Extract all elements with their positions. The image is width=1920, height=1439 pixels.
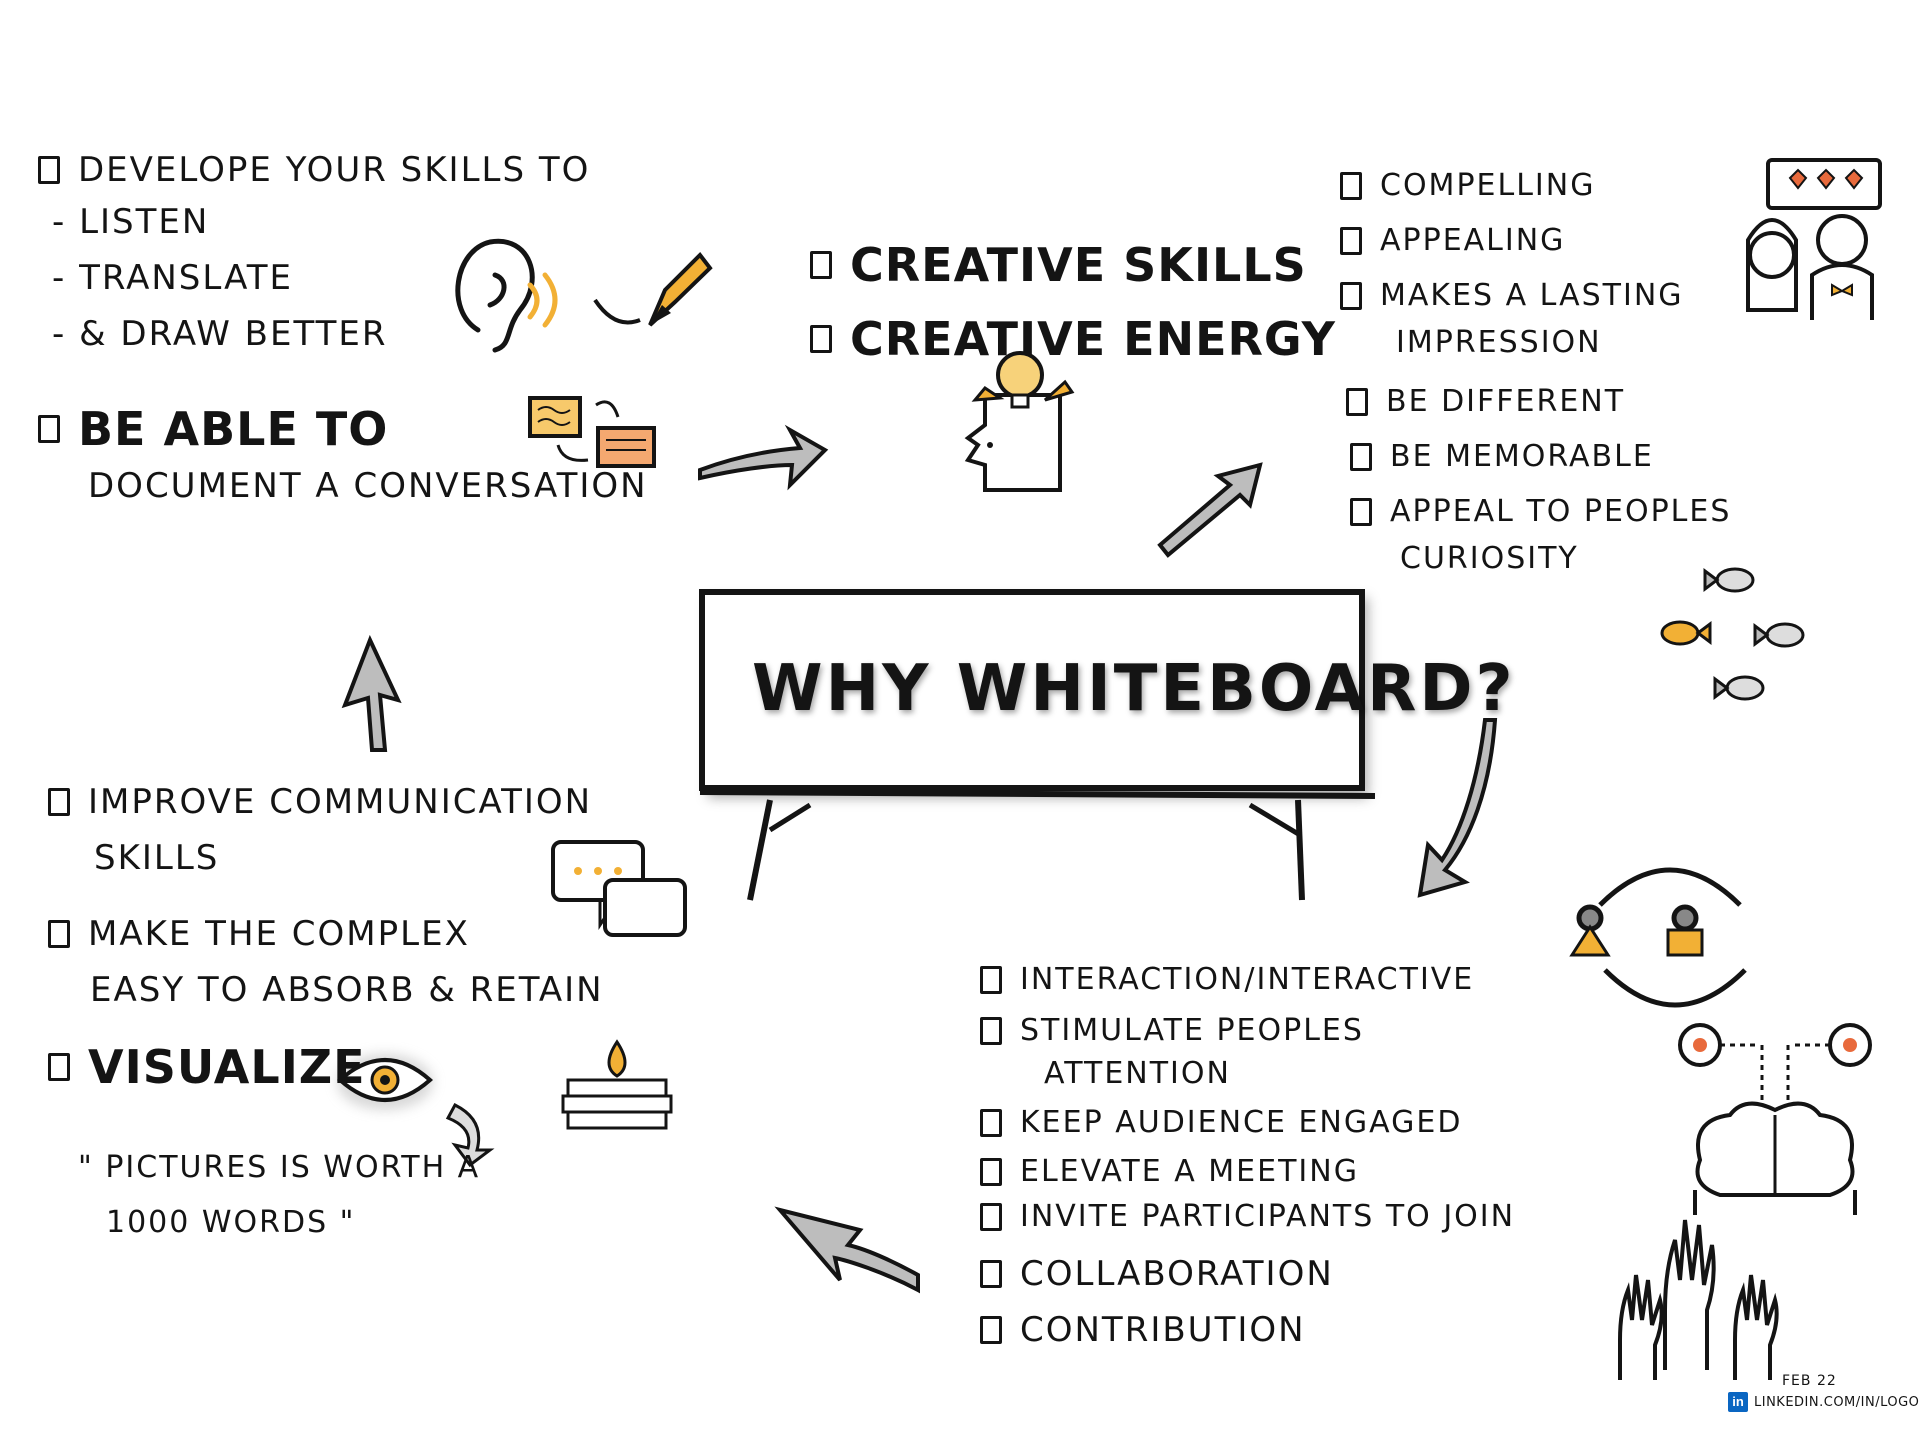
checkbox-icon	[980, 1316, 1002, 1344]
absorb-drop-icon	[561, 1039, 673, 1130]
checkbox-icon	[38, 156, 60, 184]
page-title: WHY WHITEBOARD?	[752, 652, 1516, 726]
arrow-curve-down-icon	[445, 1103, 495, 1168]
bottom-left-section: IMPROVE COMMUNICATION SKILLS MAKE THE CO…	[48, 782, 604, 1240]
people-interaction-icon	[1569, 867, 1747, 1008]
top-left-section: DEVELOPE YOUR SKILLS TO - LISTEN - TRANS…	[38, 150, 648, 506]
raised-hands-icon	[1618, 1219, 1779, 1380]
list-item: IMPROVE COMMUNICATION	[48, 782, 604, 822]
checkbox-icon	[980, 1016, 1002, 1045]
checkbox-icon	[980, 1108, 1002, 1137]
list-item: BE ABLE TO	[38, 402, 648, 456]
checkbox-icon	[38, 415, 60, 443]
quote-text: " PICTURES IS WORTH A	[78, 1150, 481, 1185]
checkbox-icon	[810, 325, 832, 353]
brain-attention-icon	[1678, 1023, 1872, 1215]
sub-item: - TRANSLATE	[52, 258, 293, 298]
top-right-section: COMPELLING APPEALING MAKES A LASTING IMP…	[1340, 168, 1731, 576]
bottom-right-section: INTERACTION/INTERACTIVE STIMULATE PEOPLE…	[980, 962, 1515, 1350]
fish-school-icon	[1660, 567, 1805, 701]
date-label: FEB 22	[1782, 1373, 1837, 1389]
list-item: INTERACTION/INTERACTIVE	[980, 962, 1515, 997]
linkedin-url: LINKEDIN.COM/IN/LOGOMONIT	[1754, 1394, 1920, 1410]
arrow-left-icon	[774, 1206, 920, 1294]
creative-head-icon	[964, 351, 1075, 492]
list-item: COMPELLING	[1340, 168, 1731, 203]
list-item: CONTRIBUTION	[980, 1310, 1515, 1350]
arrow-up-icon	[341, 634, 402, 752]
list-item: APPEALING	[1340, 223, 1731, 258]
top-middle-section: CREATIVE SKILLS CREATIVE ENERGY	[810, 238, 1336, 366]
checkbox-icon	[1340, 281, 1362, 310]
quote-text: 1000 WORDS "	[106, 1205, 356, 1240]
whiteboard-icon	[699, 589, 1376, 901]
checkbox-icon	[48, 920, 70, 948]
list-item: DEVELOPE YOUR SKILLS TO	[38, 150, 648, 190]
checkbox-icon	[980, 1260, 1002, 1288]
checkbox-icon	[810, 251, 832, 279]
checkbox-icon	[48, 788, 70, 816]
list-item-continuation: SKILLS	[94, 838, 220, 878]
linkedin-link[interactable]: in LINKEDIN.COM/IN/LOGOMONIT	[1728, 1392, 1920, 1412]
sub-item: - LISTEN	[52, 202, 210, 242]
list-item: MAKE THE COMPLEX	[48, 914, 604, 954]
list-item: VISUALIZE	[48, 1040, 604, 1094]
checkbox-icon	[48, 1053, 70, 1081]
list-item-continuation: EASY TO ABSORB & RETAIN	[90, 970, 604, 1010]
chat-bubbles-icon	[551, 840, 687, 937]
ear-icon	[455, 238, 558, 353]
list-item: APPEAL TO PEOPLES	[1350, 494, 1731, 529]
arrow-up-right-icon	[1157, 462, 1263, 558]
list-item-continuation: DOCUMENT A CONVERSATION	[88, 466, 648, 506]
eye-icon	[336, 1054, 434, 1110]
list-item: BE MEMORABLE	[1350, 439, 1731, 474]
list-item: CREATIVE ENERGY	[810, 312, 1336, 366]
list-item-continuation: CURIOSITY	[1400, 541, 1579, 576]
list-item: INVITE PARTICIPANTS TO JOIN	[980, 1199, 1515, 1234]
arrow-down-left-icon	[1417, 718, 1498, 898]
checkbox-icon	[1350, 442, 1372, 471]
checkbox-icon	[1340, 171, 1362, 200]
checkbox-icon	[980, 965, 1002, 994]
audience-hearts-icon	[1746, 158, 1882, 320]
list-item: MAKES A LASTING	[1340, 278, 1731, 313]
list-item: STIMULATE PEOPLES	[980, 1013, 1515, 1048]
list-item-continuation: IMPRESSION	[1396, 325, 1602, 360]
checkbox-icon	[1340, 226, 1362, 255]
pencil-icon	[593, 251, 713, 327]
list-item-continuation: ATTENTION	[1044, 1056, 1231, 1091]
checkbox-icon	[1350, 497, 1372, 526]
list-item: ELEVATE A MEETING	[980, 1154, 1515, 1189]
checkbox-icon	[980, 1157, 1002, 1186]
list-item: BE DIFFERENT	[1346, 384, 1731, 419]
notes-exchange-icon	[528, 396, 656, 468]
checkbox-icon	[1346, 387, 1368, 416]
checkbox-icon	[980, 1202, 1002, 1231]
list-item: CREATIVE SKILLS	[810, 238, 1336, 292]
list-item: COLLABORATION	[980, 1254, 1515, 1294]
list-item: KEEP AUDIENCE ENGAGED	[980, 1105, 1515, 1140]
sub-item: - & DRAW BETTER	[52, 314, 388, 354]
linkedin-icon: in	[1728, 1392, 1748, 1412]
arrow-right-icon	[698, 424, 829, 491]
